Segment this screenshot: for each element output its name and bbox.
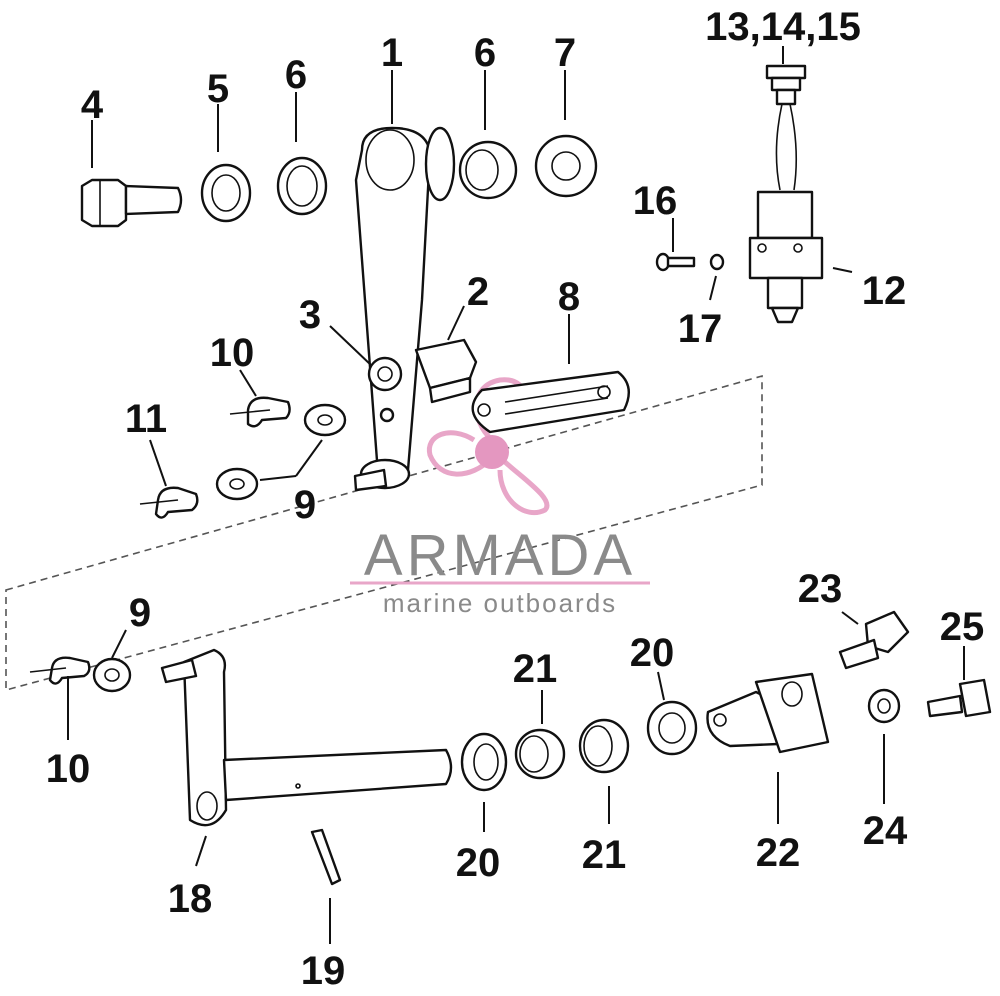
- part-22-bracket: [706, 672, 830, 754]
- part-17-washer: [709, 253, 725, 271]
- assembly-boundary-dashed: [5, 374, 763, 692]
- callout-3: 3: [299, 293, 321, 337]
- callout-5: 5: [207, 67, 229, 111]
- part-25-stud: [926, 678, 992, 718]
- part-21-bushing-upper: [514, 728, 566, 780]
- callout-10-lower: 10: [46, 747, 91, 791]
- callout-8: 8: [558, 275, 580, 319]
- part-9-washer-lower: [92, 657, 132, 693]
- part-1-shift-lever: [353, 126, 456, 492]
- callout-19: 19: [301, 949, 346, 993]
- part-13-14-15-cable: [765, 64, 807, 191]
- callout-23: 23: [798, 567, 843, 611]
- part-21-bushing-lower: [578, 718, 630, 774]
- part-20-washer-lower: [460, 732, 508, 792]
- callout-6-right: 6: [474, 31, 496, 75]
- callout-24: 24: [863, 809, 908, 853]
- callout-17: 17: [678, 307, 723, 351]
- part-12-switch: [748, 190, 824, 324]
- callout-12: 12: [862, 269, 907, 313]
- callout-25: 25: [940, 605, 985, 649]
- part-11-clip: [139, 486, 199, 519]
- part-16-screw: [655, 252, 696, 272]
- callout-6-left: 6: [285, 53, 307, 97]
- part-10-clip-lower: [29, 656, 91, 685]
- brand-name: ARMADA: [364, 523, 636, 588]
- part-7-washer: [534, 134, 598, 198]
- callout-16: 16: [633, 179, 678, 223]
- leader-lines: [67, 46, 965, 944]
- callout-1: 1: [381, 31, 403, 75]
- part-2-pad: [414, 338, 478, 404]
- callout-21-upper: 21: [513, 647, 558, 691]
- part-5-washer: [200, 163, 252, 223]
- propeller-hub-icon: [475, 435, 509, 469]
- part-8-link: [471, 370, 630, 434]
- part-10-clip-upper: [229, 396, 291, 428]
- part-19-cotter-pin: [310, 828, 342, 886]
- callout-13-14-15: 13,14,15: [705, 5, 861, 49]
- part-6-bushing-left: [276, 156, 328, 216]
- callout-9-lower: 9: [129, 591, 151, 635]
- part-9-washer-upper: [303, 403, 347, 437]
- part-9-washer-middle: [215, 467, 259, 501]
- callout-11: 11: [125, 397, 167, 441]
- callout-20-lower: 20: [456, 841, 501, 885]
- part-20-washer-upper: [646, 700, 698, 756]
- callout-labels: 1 2 3 4 5 6 6 7 8 9 9 10 10 11 12 13,14,…: [46, 5, 985, 993]
- callout-7: 7: [554, 31, 576, 75]
- callout-22: 22: [756, 831, 801, 875]
- callout-20-upper: 20: [630, 631, 675, 675]
- callout-4: 4: [81, 83, 104, 127]
- brand-tagline: marine outboards: [383, 588, 617, 618]
- callout-2: 2: [467, 270, 489, 314]
- callout-18: 18: [168, 877, 213, 921]
- callout-10-upper: 10: [210, 331, 255, 375]
- armada-logo: ARMADA marine outboards: [350, 377, 650, 618]
- callout-9-upper: 9: [294, 483, 316, 527]
- part-23-bolt: [838, 610, 910, 670]
- callout-21-lower: 21: [582, 833, 627, 877]
- part-18-shaft-lever: [160, 648, 453, 827]
- part-4-bolt: [80, 178, 183, 228]
- part-3-fastener: [367, 356, 403, 392]
- part-6-bushing-right: [458, 140, 518, 200]
- part-24-washer: [867, 688, 901, 724]
